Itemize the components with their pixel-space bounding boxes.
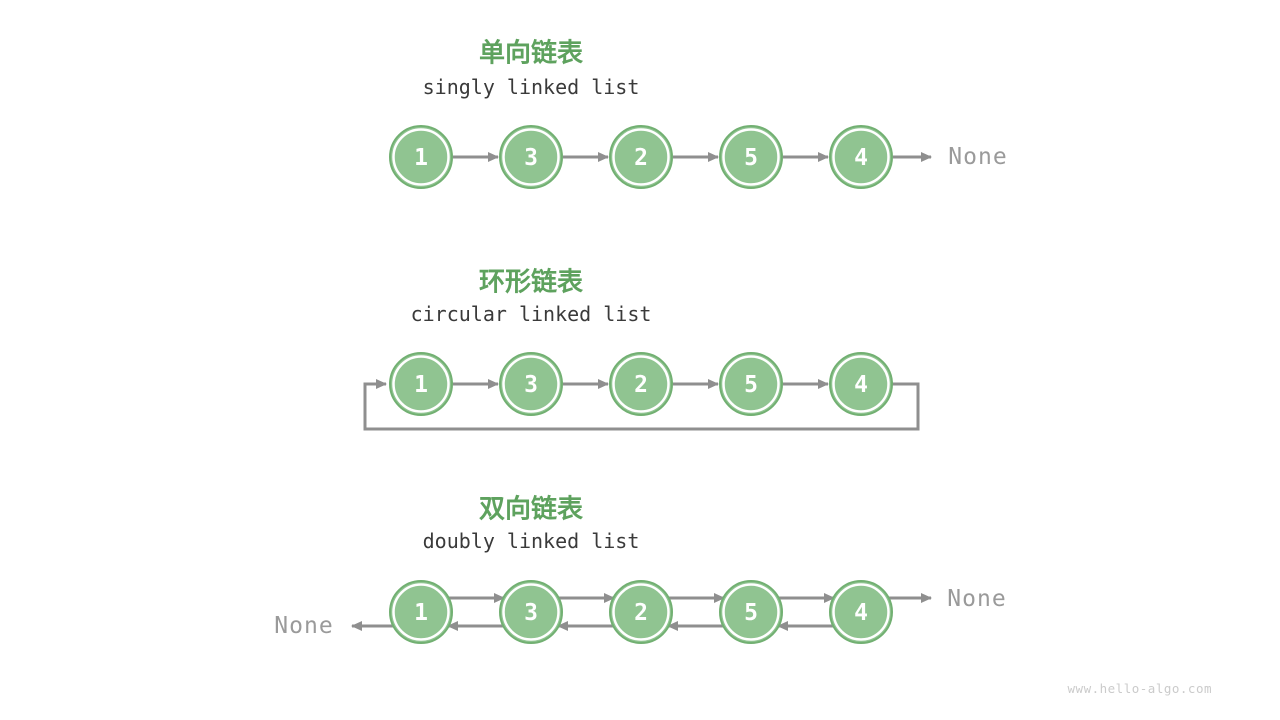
node-value: 1: [414, 600, 428, 626]
section-title-singly: 单向链表: [478, 38, 584, 69]
node-circle: [829, 352, 893, 416]
node-circle: [719, 352, 783, 416]
list-node: 3: [499, 352, 563, 416]
node-inner-ring: [502, 128, 560, 186]
node-inner-ring: [612, 355, 670, 413]
section-subtitle-doubly: doubly linked list: [422, 529, 640, 553]
list-node: 2: [609, 580, 673, 644]
list-node: 3: [499, 125, 563, 189]
node-circle: [609, 580, 673, 644]
list-node: 5: [719, 352, 783, 416]
node-circle: [499, 125, 563, 189]
node-value: 3: [524, 600, 538, 626]
node-value: 4: [854, 145, 868, 171]
node-circle: [389, 125, 453, 189]
node-value: 5: [744, 372, 758, 398]
list-node: 5: [719, 580, 783, 644]
node-value: 2: [634, 145, 648, 171]
section-subtitle-circular: circular linked list: [410, 302, 652, 326]
node-inner-ring: [612, 128, 670, 186]
node-circle: [389, 580, 453, 644]
node-circle: [499, 352, 563, 416]
node-value: 2: [634, 372, 648, 398]
node-inner-ring: [722, 355, 780, 413]
list-node: 1: [389, 125, 453, 189]
node-inner-ring: [832, 355, 890, 413]
list-node: 1: [389, 580, 453, 644]
node-inner-ring: [392, 355, 450, 413]
node-circle: [609, 125, 673, 189]
node-circle: [499, 580, 563, 644]
node-circle: [829, 580, 893, 644]
node-value: 4: [854, 372, 868, 398]
node-value: 4: [854, 600, 868, 626]
list-node: 5: [719, 125, 783, 189]
node-inner-ring: [392, 128, 450, 186]
node-circle: [829, 125, 893, 189]
node-value: 2: [634, 600, 648, 626]
list-node: 4: [829, 352, 893, 416]
singly-tail-none-label: None: [948, 144, 1008, 170]
nodes-layer: 1 3 2 5 4 1 3 2 5 4 1 3 2 5 4: [389, 125, 893, 644]
circular-loop-arrow: [363, 379, 920, 431]
section-title-doubly: 双向链表: [478, 494, 584, 525]
node-inner-ring: [502, 583, 560, 641]
node-inner-ring: [832, 583, 890, 641]
node-inner-ring: [722, 128, 780, 186]
node-value: 5: [744, 600, 758, 626]
doubly-tail-none-label: None: [947, 586, 1007, 612]
doubly-head-none-label: None: [274, 613, 334, 639]
arrows-layer: [351, 152, 932, 631]
node-value: 1: [414, 372, 428, 398]
node-inner-ring: [722, 583, 780, 641]
section-subtitle-singly: singly linked list: [422, 75, 640, 99]
list-node: 2: [609, 125, 673, 189]
node-inner-ring: [502, 355, 560, 413]
node-value: 3: [524, 145, 538, 171]
list-node: 2: [609, 352, 673, 416]
node-circle: [719, 580, 783, 644]
node-value: 3: [524, 372, 538, 398]
list-node: 1: [389, 352, 453, 416]
section-title-circular: 环形链表: [478, 267, 584, 298]
node-value: 5: [744, 145, 758, 171]
watermark: www.hello-algo.com: [1067, 681, 1212, 696]
list-node: 4: [829, 125, 893, 189]
list-node: 3: [499, 580, 563, 644]
node-inner-ring: [392, 583, 450, 641]
node-inner-ring: [612, 583, 670, 641]
node-inner-ring: [832, 128, 890, 186]
node-value: 1: [414, 145, 428, 171]
node-circle: [609, 352, 673, 416]
list-node: 4: [829, 580, 893, 644]
node-circle: [389, 352, 453, 416]
node-circle: [719, 125, 783, 189]
